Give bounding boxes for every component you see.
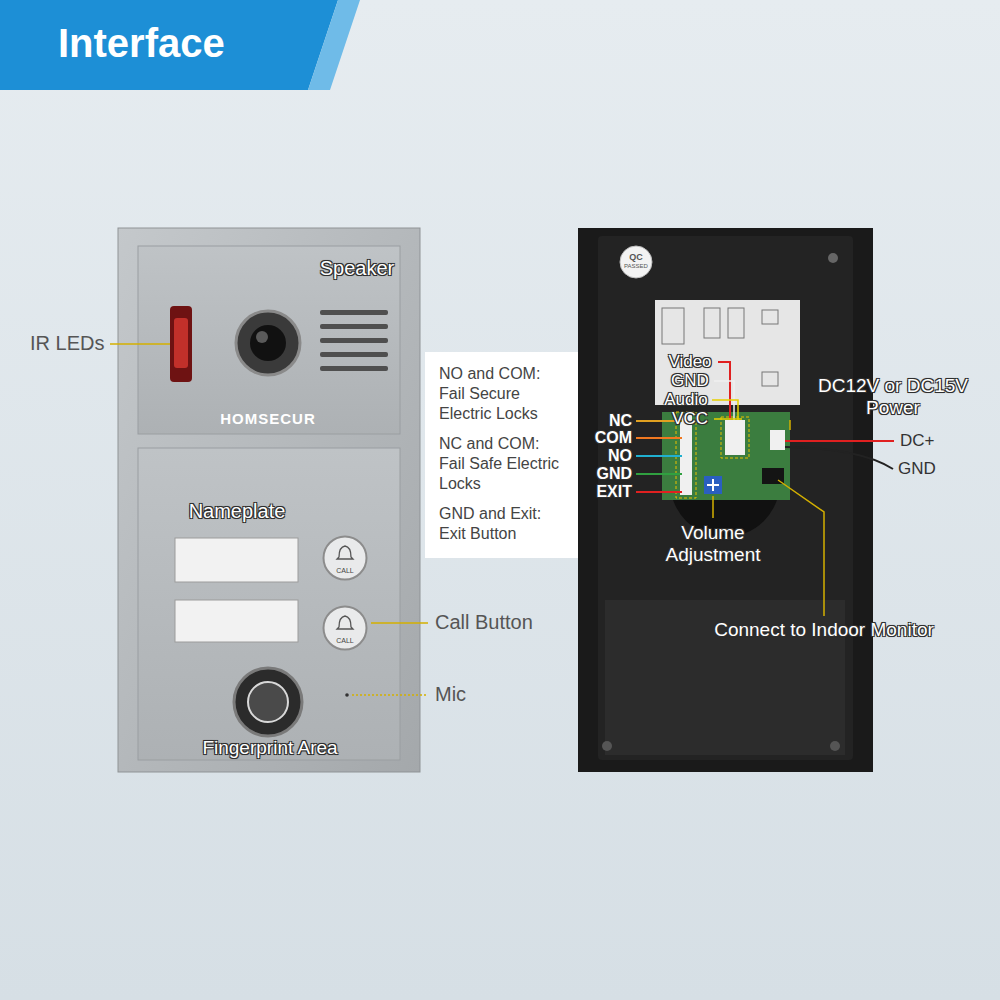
pot-cross — [707, 479, 719, 491]
mic-hole — [345, 693, 349, 697]
sticker-mark — [762, 310, 778, 324]
callout-label: COM — [595, 429, 632, 447]
fingerprint-sensor — [234, 668, 302, 736]
av-connector — [725, 420, 745, 455]
call-button: CALL — [322, 535, 368, 581]
leader-line — [712, 496, 714, 518]
connector-outline — [721, 417, 749, 458]
part-label: IR LEDs — [30, 332, 104, 355]
note-box: NO and COM: Fail Secure Electric LocksNC… — [425, 352, 578, 558]
button-face — [322, 535, 368, 581]
back-housing — [578, 228, 873, 772]
button-text: CALL — [336, 637, 354, 644]
leader-line — [789, 420, 791, 430]
callout-label: NC — [609, 412, 632, 430]
callout-label: Audio — [664, 390, 707, 410]
banner-accent — [308, 0, 360, 90]
title-banner — [0, 0, 338, 90]
note-text: NO and COM: Fail Secure Electric Locks — [439, 364, 568, 424]
callout-label: Video — [668, 352, 711, 372]
nameplate — [175, 538, 298, 582]
spec-sticker — [655, 300, 800, 405]
callout-label: Nameplate — [189, 500, 286, 523]
gnd-power-wire — [785, 447, 893, 469]
button-text: CALL — [336, 567, 354, 574]
back-plate — [598, 236, 853, 760]
callout-label: Speaker — [320, 257, 395, 280]
sticker-mark — [662, 308, 684, 344]
part-label: Mic — [435, 683, 466, 706]
qc-sticker — [620, 246, 652, 278]
leader-line — [778, 480, 824, 616]
ir-led — [174, 318, 188, 368]
leader-line — [371, 622, 428, 624]
screw — [602, 741, 612, 751]
button-face — [322, 605, 368, 651]
front-panel — [118, 228, 420, 772]
upper-plate — [138, 246, 400, 434]
leader-line — [110, 343, 170, 345]
sticker-mark — [762, 372, 778, 386]
bell-icon — [337, 546, 353, 559]
sticker-mark — [704, 308, 720, 338]
part-label: DC+ — [900, 431, 934, 451]
callout-label: VCC — [672, 409, 708, 429]
callout-label: DC12V or DC15V Power — [805, 375, 981, 419]
exit-wire — [636, 491, 682, 493]
callout-label: GND — [671, 371, 709, 391]
lens-highlight — [256, 331, 268, 343]
gnd-wire — [636, 473, 682, 475]
volume-potentiometer — [704, 476, 722, 494]
power-connector — [770, 430, 785, 450]
part-label: QC — [629, 252, 643, 262]
camera-lens — [250, 325, 286, 361]
button-ring — [324, 537, 367, 580]
sticker-mark — [728, 308, 744, 338]
part-label: HOMSECUR — [220, 410, 316, 427]
call-button: CALL — [322, 605, 368, 651]
speaker-slot — [320, 366, 388, 371]
note-text: GND and Exit: Exit Button — [439, 504, 568, 544]
part-label: PASSED — [624, 263, 648, 270]
callout-label: EXIT — [596, 483, 632, 501]
callout-label: Connect to Indoor Monitor — [714, 619, 934, 641]
audio-wire — [712, 400, 738, 420]
callout-label: Fingerprint Area — [202, 737, 337, 759]
callout-label: NO — [608, 447, 632, 465]
camera-ring — [236, 311, 300, 375]
bell-icon — [337, 616, 353, 629]
com-wire — [636, 437, 682, 439]
part-label: GND — [898, 459, 936, 479]
vcc-wire — [714, 418, 742, 420]
button-ring — [324, 607, 367, 650]
speaker-slot — [320, 338, 388, 343]
dc-plus-wire — [785, 440, 894, 442]
page-title: Interface — [58, 20, 225, 66]
leader-line — [352, 694, 428, 696]
callout-label: Volume Adjustment — [643, 522, 783, 566]
part-label: Call Button — [435, 611, 533, 634]
fingerprint-pad — [248, 682, 288, 722]
speaker-slot — [320, 310, 388, 315]
ir-led-window — [170, 306, 192, 382]
video-wire — [718, 362, 730, 420]
nameplate — [175, 600, 298, 642]
screw — [830, 741, 840, 751]
speaker-slot — [320, 352, 388, 357]
no-wire — [636, 455, 682, 457]
speaker-slot — [320, 324, 388, 329]
screw — [828, 253, 838, 263]
callout-label: GND — [596, 465, 632, 483]
note-text: NC and COM: Fail Safe Electric Locks — [439, 434, 568, 494]
lower-plate — [138, 448, 400, 760]
